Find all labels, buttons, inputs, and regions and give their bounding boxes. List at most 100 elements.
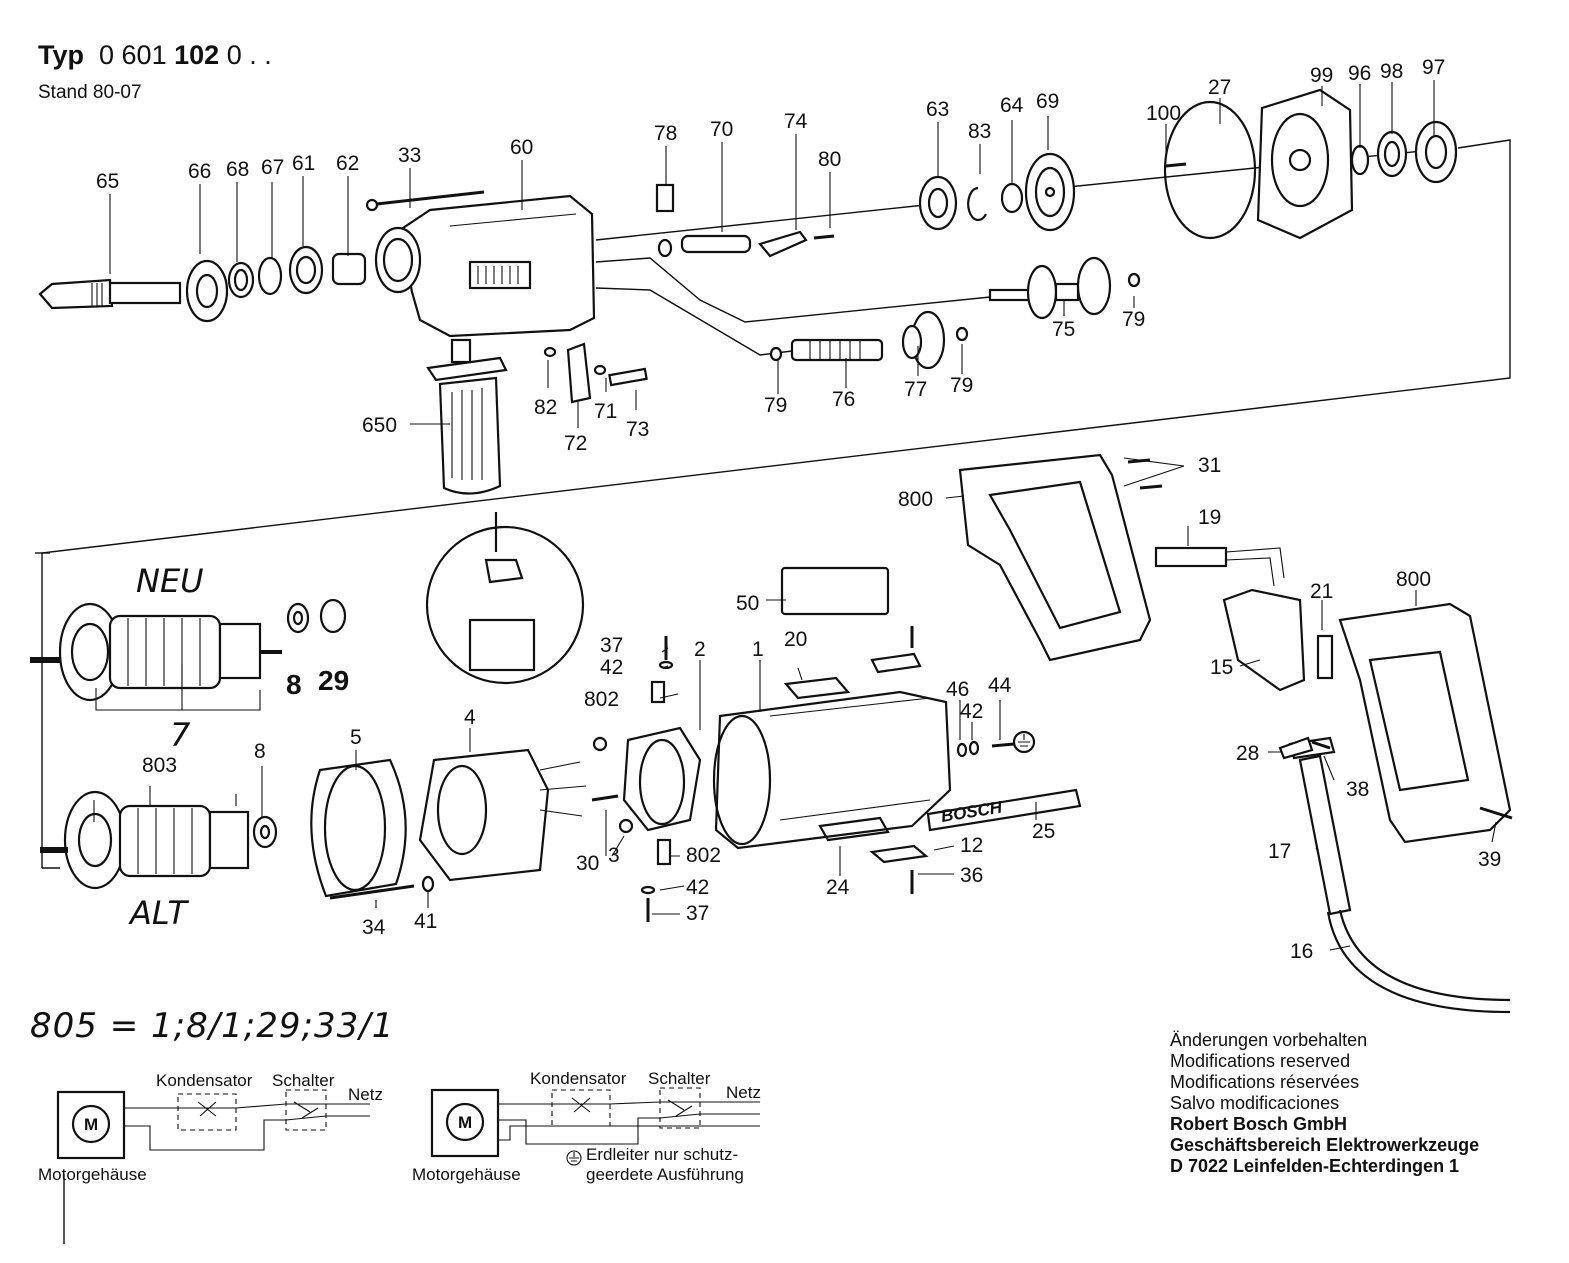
brand-plate-25: BOSCH <box>926 788 1082 832</box>
part-number: 21 <box>1310 580 1333 603</box>
part-number: 65 <box>96 170 119 193</box>
part-number: 82 <box>534 396 557 419</box>
screws-31 <box>1127 458 1163 490</box>
part-number: 802 <box>584 688 619 711</box>
kit-formula: 805 = 1;8/1;29;33/1 <box>30 1006 395 1046</box>
part-number: 25 <box>1032 820 1055 843</box>
motor-housing-1 <box>712 690 952 850</box>
part-number: 67 <box>261 156 284 179</box>
lever-parts-72 <box>543 342 648 404</box>
armature-neu-7 <box>30 602 282 702</box>
part-number: 38 <box>1346 778 1369 801</box>
part-number: 69 <box>1036 90 1059 113</box>
screw-100 <box>1165 162 1187 168</box>
part-number: 803 <box>142 754 177 777</box>
part-number: 100 <box>1146 102 1181 125</box>
screw-34 <box>329 875 435 900</box>
part-number: 8 <box>286 669 302 700</box>
part-number: 800 <box>1396 568 1431 591</box>
screw-39 <box>1479 806 1513 820</box>
page-title: Typ 0 601 102 0 . . <box>38 40 272 71</box>
part-number: 42 <box>600 656 623 679</box>
spindle-65 <box>38 278 182 310</box>
variant-new-label: NEU <box>136 562 204 600</box>
part-number: 1 <box>752 638 764 661</box>
sleeve-64 <box>1000 182 1024 214</box>
part-number: 29 <box>318 665 349 696</box>
note-es: Salvo modificaciones <box>1170 1093 1340 1113</box>
cable-clamp-28 <box>1278 736 1314 760</box>
ring-29 <box>319 598 347 634</box>
part-number: 33 <box>398 144 421 167</box>
motor-housing-label: Motorgehäuse <box>412 1165 521 1184</box>
switch-label: Schalter <box>272 1071 335 1090</box>
part-labels: 65 66 68 67 61 62 33 60 78 70 74 80 63 8… <box>96 56 1501 963</box>
company-name: Robert Bosch GmbH <box>1170 1114 1348 1134</box>
part-number: 800 <box>898 488 933 511</box>
part-number: 66 <box>188 160 211 183</box>
label-50 <box>780 566 890 616</box>
part-number: 68 <box>226 158 249 181</box>
circuit-diagram-right: M Kondensator Schalter Netz Motorgehäuse… <box>412 1069 761 1184</box>
part-number: 46 <box>946 678 969 701</box>
capacitor-label: Kondensator <box>156 1071 253 1090</box>
variant-old-label: ALT <box>128 894 190 932</box>
gear-housing-60 <box>374 194 596 338</box>
washer-67 <box>257 256 283 296</box>
part-number: 20 <box>784 628 807 651</box>
part-number: 42 <box>686 876 709 899</box>
motor-symbol-text: M <box>84 1115 98 1134</box>
part-number: 73 <box>626 418 649 441</box>
ring-96 <box>1350 144 1370 176</box>
gear-77 <box>901 310 969 370</box>
company-address: D 7022 Leinfelden-Echterdingen 1 <box>1170 1156 1460 1176</box>
strip-21 <box>1316 634 1334 680</box>
part-number: 42 <box>960 700 983 723</box>
part-number: 60 <box>510 136 533 159</box>
typ-code-b: 102 <box>174 40 220 70</box>
part-number: 39 <box>1478 848 1501 871</box>
legal-notes: Änderungen vorbehalten Modifications res… <box>1170 1030 1479 1177</box>
o-ring-27 <box>1163 100 1257 240</box>
part-number: 75 <box>1052 318 1075 341</box>
part-number: 83 <box>968 120 991 143</box>
part-number: 97 <box>1422 56 1445 79</box>
part-number: 28 <box>1236 742 1259 765</box>
gear-shaft-75 <box>988 256 1141 320</box>
part-number: 3 <box>608 844 620 867</box>
part-number: 41 <box>414 910 437 933</box>
bearing-98 <box>1376 130 1408 178</box>
screw-33 <box>365 190 485 212</box>
part-number: 80 <box>818 148 841 171</box>
part-number: 19 <box>1198 506 1221 529</box>
earth-symbol <box>1012 730 1036 754</box>
note-fr: Modifications réservées <box>1170 1072 1360 1092</box>
leader-lines <box>93 80 1497 951</box>
capacitor-label: Kondensator <box>530 1069 627 1088</box>
part-number: 98 <box>1380 60 1403 83</box>
part-number: 63 <box>926 98 949 121</box>
part-number: 96 <box>1348 62 1371 85</box>
part-number: 34 <box>362 916 386 939</box>
part-number: 27 <box>1208 76 1231 99</box>
brush-holder-2 <box>622 726 702 832</box>
part-number: 79 <box>950 374 973 397</box>
part-number: 15 <box>1210 656 1233 679</box>
part-number: 79 <box>764 394 787 417</box>
capacitor-19 <box>1154 546 1285 587</box>
part-number: 36 <box>960 864 983 887</box>
part-number: 77 <box>904 378 927 401</box>
motor-symbol-text: M <box>458 1113 472 1132</box>
earth-note-line1: Erdleiter nur schutz- <box>586 1145 738 1164</box>
part-number: 802 <box>686 844 721 867</box>
ring-68 <box>227 261 255 299</box>
typ-code-a: 0 601 <box>99 40 167 70</box>
mains-label: Netz <box>348 1085 383 1104</box>
field-4 <box>418 748 587 882</box>
part-number: 4 <box>464 706 476 729</box>
part-number: 71 <box>594 400 617 423</box>
part-number: 72 <box>564 432 587 455</box>
part-number: 31 <box>1198 454 1221 477</box>
band-5 <box>310 758 407 898</box>
